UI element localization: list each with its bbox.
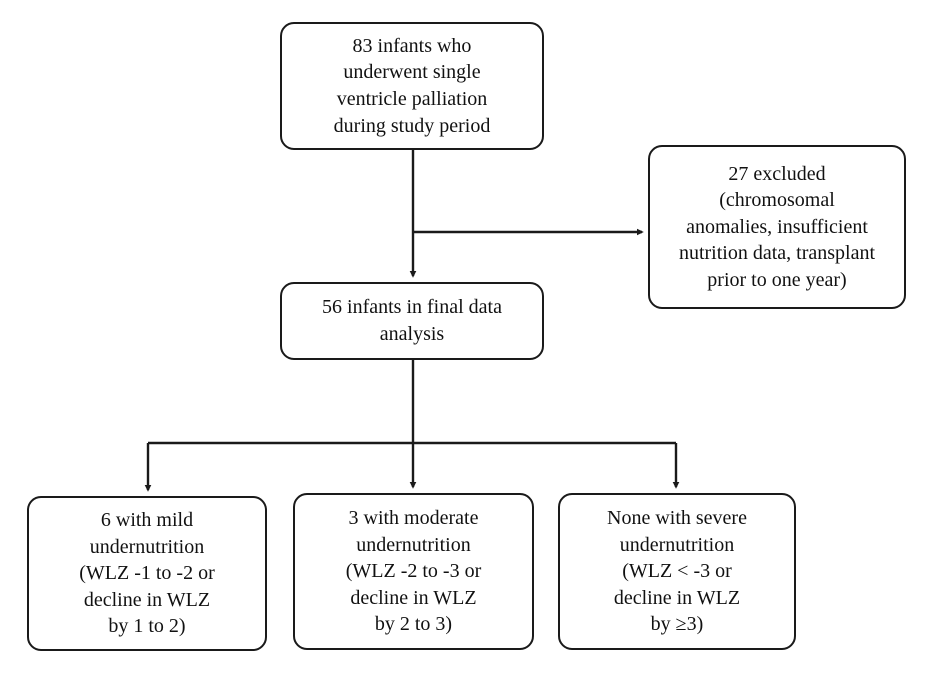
node-final-analysis-cohort: 56 infants in final data analysis (280, 282, 544, 360)
node-moderate-undernutrition: 3 with moderate undernutrition (WLZ -2 t… (293, 493, 534, 650)
node-severe-undernutrition: None with severe undernutrition (WLZ < -… (558, 493, 796, 650)
node-mild-undernutrition: 6 with mild undernutrition (WLZ -1 to -2… (27, 496, 267, 651)
node-enrolled-infants: 83 infants who underwent single ventricl… (280, 22, 544, 150)
node-excluded-infants: 27 excluded (chromosomal anomalies, insu… (648, 145, 906, 309)
